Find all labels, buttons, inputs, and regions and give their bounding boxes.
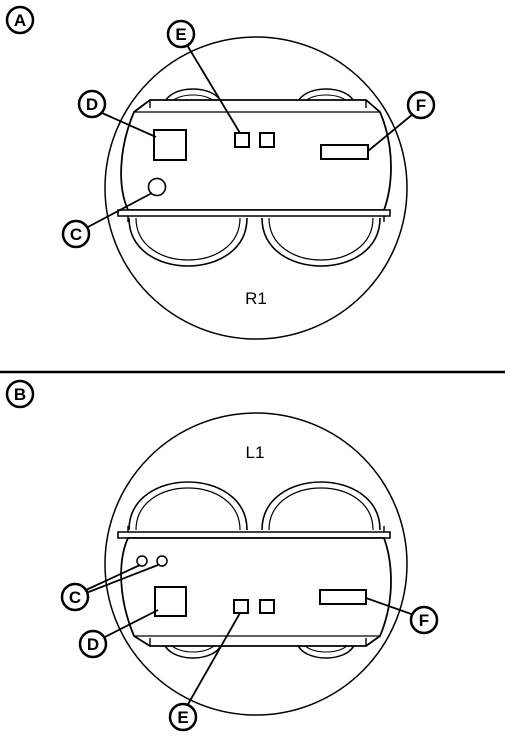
panel-a-component-e-1 xyxy=(234,132,250,148)
panel-b-leader-c-2 xyxy=(85,564,159,594)
panel-a-component-c xyxy=(147,177,167,197)
panel-a-callout-e-letter: E xyxy=(175,25,186,44)
panel-b-callout-f-circle xyxy=(409,605,439,635)
panel-b-leader-c-1 xyxy=(85,564,141,591)
panel-b-badge-circle xyxy=(5,379,35,409)
panel-a: A R1 xyxy=(5,5,436,340)
panel-a-leader-f xyxy=(367,113,414,152)
panel-a-badge: A xyxy=(5,5,35,35)
panel-b-callout-f-letter: F xyxy=(419,611,429,630)
panel-a-callout-f-letter: F xyxy=(416,96,426,115)
panel-b-callout-e-circle xyxy=(168,702,198,732)
panel-a-callout-d-letter: D xyxy=(86,95,98,114)
panel-b-component-d xyxy=(154,586,187,617)
panel-a-leader-d xyxy=(101,112,157,138)
panel-a-callout-d: D xyxy=(77,89,157,138)
panel-a-callout-d-circle xyxy=(77,89,107,119)
panel-b-board-upper-rail xyxy=(117,531,391,539)
panel-a-upper-right-bump xyxy=(296,88,356,105)
panel-a-board-lower-rail xyxy=(117,209,391,217)
panel-a-housing xyxy=(104,36,408,340)
panel-b-callout-e-letter: E xyxy=(177,708,188,727)
panel-b-component-c-1 xyxy=(136,555,148,567)
panel-b-callout-d-circle xyxy=(78,629,108,659)
panel-a-badge-circle xyxy=(5,5,35,35)
panel-b-board-rail-feet xyxy=(127,526,385,532)
panel-a-callout-f: F xyxy=(367,90,436,152)
panel-b: B L1 xyxy=(5,379,439,732)
panel-a-leader-c xyxy=(85,192,153,229)
panel-b-component-f xyxy=(319,589,367,605)
panel-b-callout-d-letter: D xyxy=(87,635,99,654)
panel-b-upper-left-well-outer xyxy=(128,481,248,531)
panel-b-badge: B xyxy=(5,379,35,409)
panel-a-callout-e-circle xyxy=(166,19,196,49)
panel-a-lower-left-well-inner xyxy=(135,217,241,261)
panel-a-lower-left-well-outer xyxy=(128,217,248,267)
panel-a-callout-c-letter: C xyxy=(70,225,82,244)
panel-b-leader-e xyxy=(186,612,241,707)
panel-b-upper-right-well-inner xyxy=(268,487,374,531)
panel-b-callout-f: F xyxy=(365,597,439,635)
panel-b-callout-c-circle xyxy=(60,582,90,612)
panel-b-lower-right-bump xyxy=(296,642,356,659)
panel-a-component-e-2 xyxy=(259,132,275,148)
panel-a-lower-right-well-outer xyxy=(261,217,381,267)
panel-a-lower-right-well-inner xyxy=(268,217,374,261)
panel-b-component-e-2 xyxy=(259,599,275,614)
panel-b-upper-right-well-outer xyxy=(261,481,381,531)
panel-b-leader-f xyxy=(365,597,415,616)
panel-a-letter: A xyxy=(14,11,26,30)
panel-a-callout-c: C xyxy=(61,192,153,249)
panel-a-part-label: R1 xyxy=(245,289,267,308)
panel-a-callout-c-circle xyxy=(61,219,91,249)
panel-b-component-e-1 xyxy=(233,599,249,614)
panel-b-leader-d xyxy=(102,609,159,639)
panel-a-component-f xyxy=(320,144,369,160)
panel-a-callout-f-circle xyxy=(406,90,436,120)
panel-b-callout-c: C xyxy=(60,564,159,612)
panel-b-component-c-2 xyxy=(156,555,168,567)
panel-a-leader-e xyxy=(186,44,241,134)
panel-b-callout-c-letter: C xyxy=(69,588,81,607)
panel-b-housing xyxy=(104,412,408,716)
panel-b-letter: B xyxy=(14,385,26,404)
panel-a-board-rail-feet xyxy=(127,216,385,222)
panel-b-upper-left-well-inner xyxy=(135,487,241,531)
panel-b-callout-e: E xyxy=(168,612,241,732)
panel-b-callout-d: D xyxy=(78,609,159,659)
panel-b-part-label: L1 xyxy=(246,443,265,462)
panel-a-callout-e: E xyxy=(166,19,241,134)
panel-a-component-d xyxy=(153,129,187,161)
